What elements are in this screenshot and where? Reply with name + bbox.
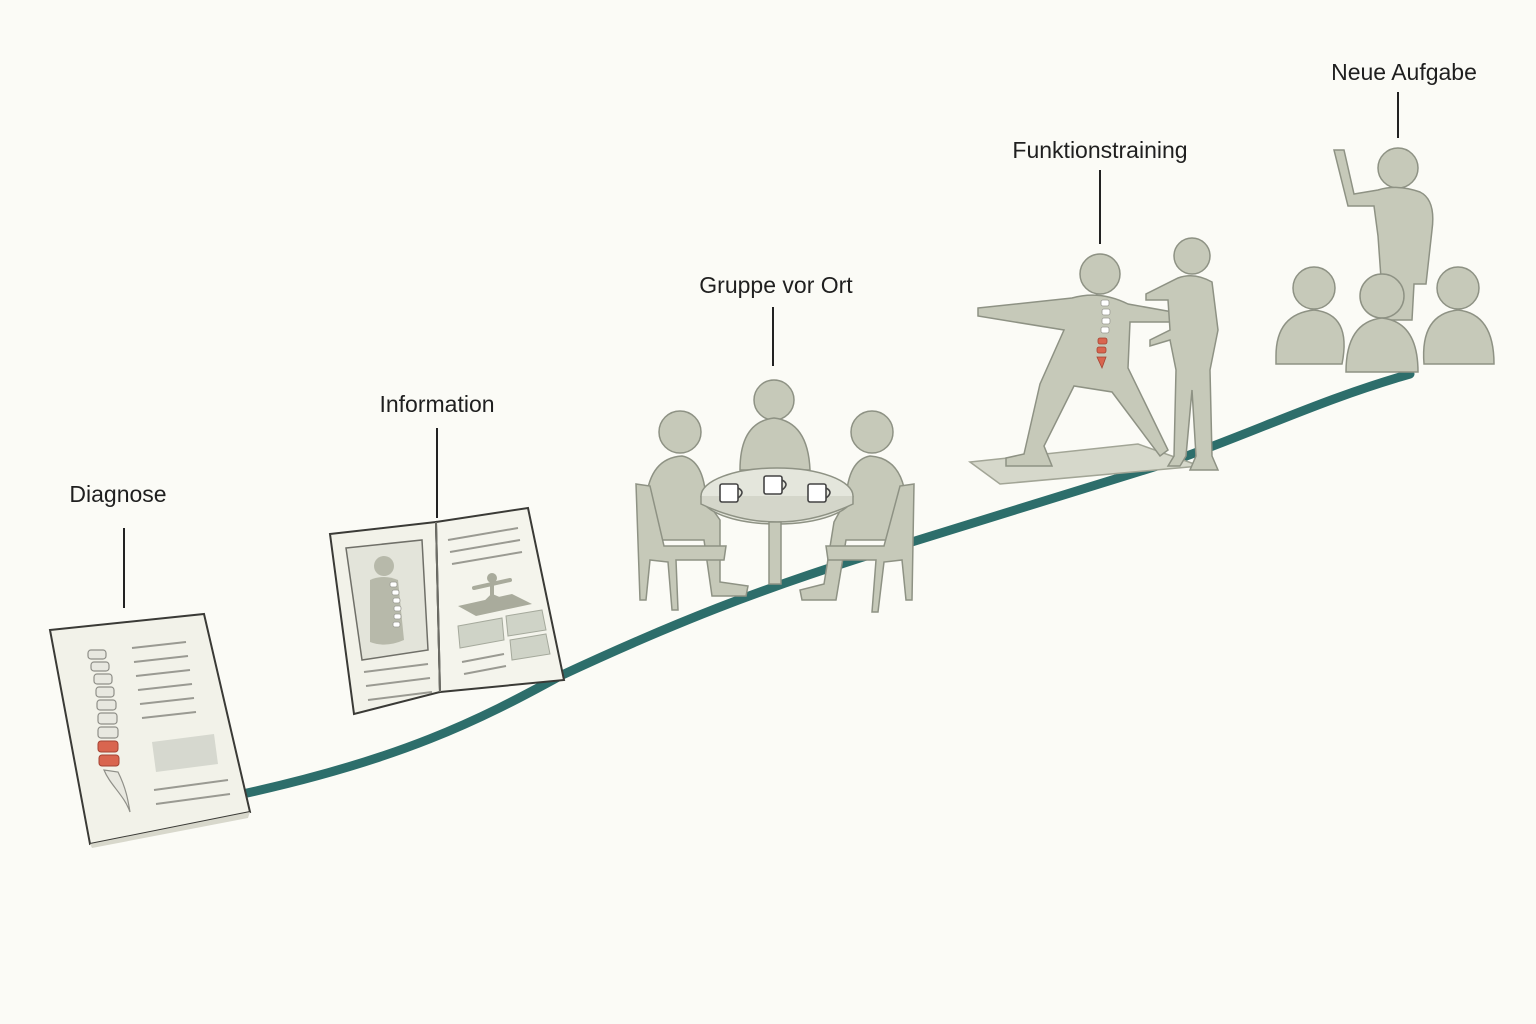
stage-neue-aufgabe: Neue Aufgabe [1275,59,1495,373]
spine-report-icon [48,612,252,848]
stage-label-gruppe-vor-ort: Gruppe vor Ort [699,272,853,298]
therapist-exercise-icon [967,237,1220,485]
stage-label-information: Information [379,391,494,417]
open-booklet-icon [328,506,566,716]
stage-label-neue-aufgabe: Neue Aufgabe [1331,59,1477,85]
stage-diagnose: Diagnose [48,481,252,848]
stage-information: Information [328,391,566,716]
group-table-icon [635,379,915,613]
stage-label-funktionstraining: Funktionstraining [1012,137,1187,163]
presenter-audience-icon [1275,147,1495,373]
stage-funktionstraining: Funktionstraining [967,137,1220,485]
stage-gruppe-vor-ort: Gruppe vor Ort [635,272,915,613]
stage-label-diagnose: Diagnose [69,481,166,507]
